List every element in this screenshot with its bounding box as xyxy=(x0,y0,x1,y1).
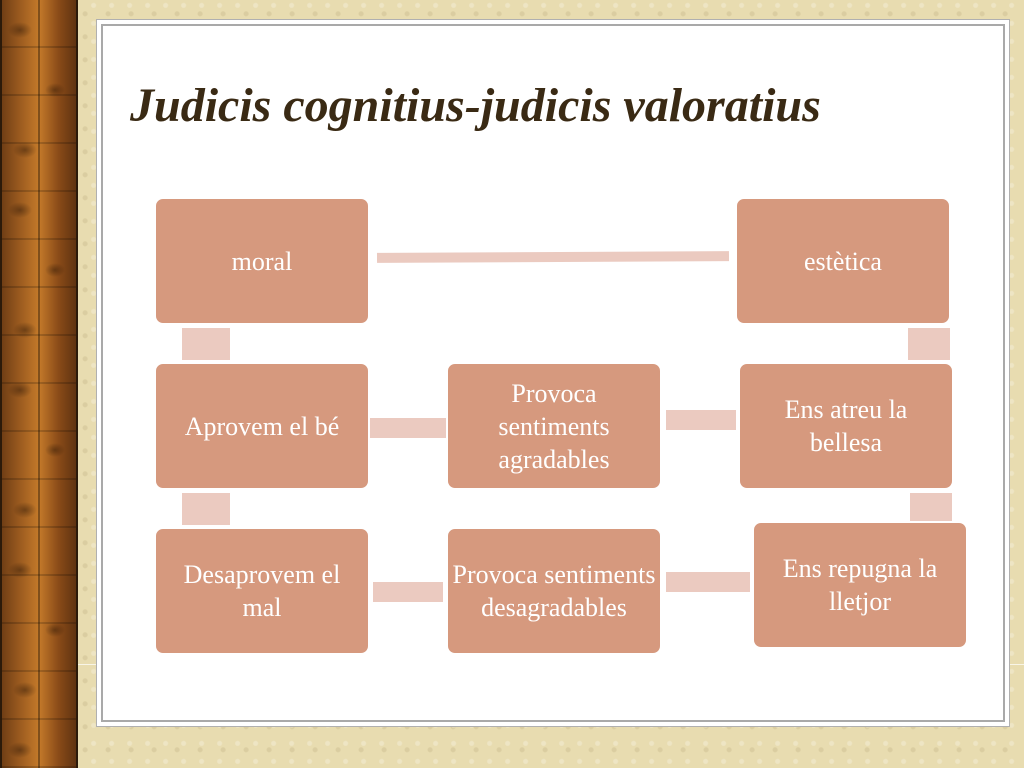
connector-moral-estetica xyxy=(376,251,730,263)
node-provoca-sentiments-agradables: Provoca sentiments agradables xyxy=(446,362,662,490)
node-ens-repugna-la-lletjor: Ens repugna la lletjor xyxy=(752,521,968,649)
node-moral: moral xyxy=(154,197,370,325)
connector-atreu-repugna xyxy=(910,493,952,521)
node-estetica: estètica xyxy=(735,197,951,325)
node-provoca-sentiments-desagradables: Provoca sentiments desagradables xyxy=(446,527,662,655)
connector-provoca-desagradables-repugna xyxy=(666,572,750,592)
node-ens-atreu-la-bellesa: Ens atreu la bellesa xyxy=(738,362,954,490)
decorative-wood-strip xyxy=(0,0,78,768)
slide-title: Judicis cognitius-judicis valoratius xyxy=(130,79,821,132)
node-aprovem-el-be: Aprovem el bé xyxy=(154,362,370,490)
connector-provoca-agradables-atreu xyxy=(666,410,736,430)
connector-aprovem-provoca-agradables xyxy=(370,418,446,438)
connector-moral-aprovem xyxy=(182,328,230,360)
connector-estetica-atreu xyxy=(908,328,950,360)
node-desaprovem-el-mal: Desaprovem el mal xyxy=(154,527,370,655)
connector-desaprovem-provoca-desagradables xyxy=(373,582,443,602)
connector-aprovem-desaprovem xyxy=(182,493,230,525)
